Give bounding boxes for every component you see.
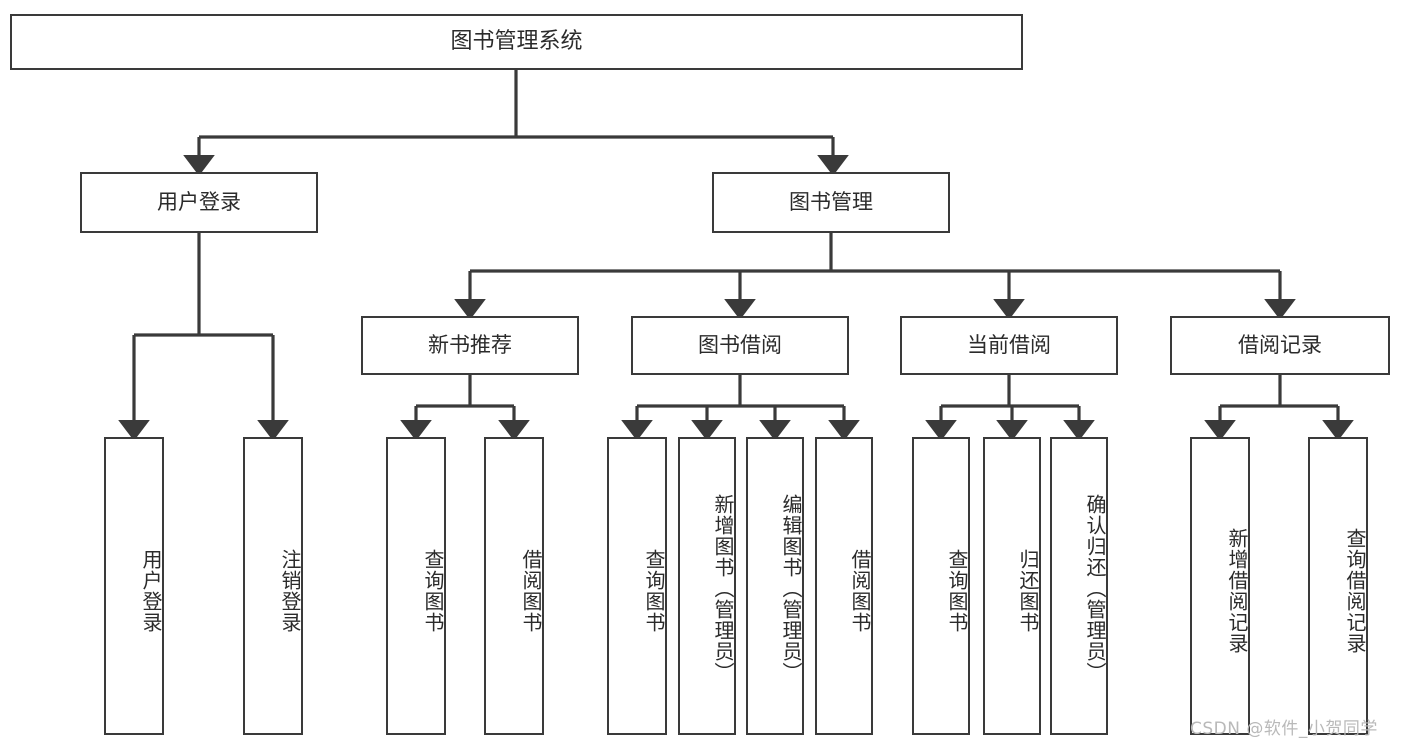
node-new-book-rec[interactable]: 新书推荐 xyxy=(361,316,579,375)
node-leaf-return-book[interactable]: 归还图书 xyxy=(983,437,1041,735)
node-leaf-return-book-label: 归还图书 xyxy=(1016,549,1040,633)
node-current-borrow-label: 当前借阅 xyxy=(967,333,1051,358)
node-root[interactable]: 图书管理系统 xyxy=(10,14,1023,70)
node-current-borrow[interactable]: 当前借阅 xyxy=(900,316,1118,375)
node-book-borrow[interactable]: 图书借阅 xyxy=(631,316,849,375)
node-leaf-borrow-book-1-label: 借阅图书 xyxy=(519,549,543,633)
node-leaf-query-book-2[interactable]: 查询图书 xyxy=(607,437,667,735)
node-book-manage[interactable]: 图书管理 xyxy=(712,172,950,233)
node-leaf-query-book-3-label: 查询图书 xyxy=(945,549,969,633)
node-leaf-confirm-return[interactable]: 确认归还（管理员） xyxy=(1050,437,1108,735)
node-user-login-label: 用户登录 xyxy=(157,190,241,215)
node-leaf-user-login[interactable]: 用户登录 xyxy=(104,437,164,735)
node-leaf-query-book-2-label: 查询图书 xyxy=(642,549,666,633)
node-leaf-add-record-label: 新增借阅记录 xyxy=(1225,528,1249,654)
node-borrow-record[interactable]: 借阅记录 xyxy=(1170,316,1390,375)
node-leaf-logout-label: 注销登录 xyxy=(278,549,302,633)
node-leaf-add-record[interactable]: 新增借阅记录 xyxy=(1190,437,1250,735)
node-leaf-add-book[interactable]: 新增图书（管理员） xyxy=(678,437,736,735)
csdn-watermark: CSDN @软件_小贺同学 xyxy=(1190,719,1378,739)
node-leaf-borrow-book-2-label: 借阅图书 xyxy=(848,549,872,633)
node-leaf-borrow-book-2[interactable]: 借阅图书 xyxy=(815,437,873,735)
node-leaf-user-login-label: 用户登录 xyxy=(139,549,163,633)
node-leaf-query-book-3[interactable]: 查询图书 xyxy=(912,437,970,735)
node-leaf-edit-book-label: 编辑图书（管理员） xyxy=(779,493,803,683)
node-leaf-logout[interactable]: 注销登录 xyxy=(243,437,303,735)
node-leaf-add-book-label: 新增图书（管理员） xyxy=(711,493,735,683)
node-user-login[interactable]: 用户登录 xyxy=(80,172,318,233)
node-leaf-borrow-book-1[interactable]: 借阅图书 xyxy=(484,437,544,735)
node-leaf-query-record-label: 查询借阅记录 xyxy=(1343,528,1367,654)
node-leaf-edit-book[interactable]: 编辑图书（管理员） xyxy=(746,437,804,735)
node-leaf-query-book-1-label: 查询图书 xyxy=(421,549,445,633)
node-leaf-query-record[interactable]: 查询借阅记录 xyxy=(1308,437,1368,735)
node-leaf-confirm-return-label: 确认归还（管理员） xyxy=(1083,493,1107,683)
node-new-book-rec-label: 新书推荐 xyxy=(428,333,512,358)
node-book-manage-label: 图书管理 xyxy=(789,190,873,215)
node-borrow-record-label: 借阅记录 xyxy=(1238,333,1322,358)
node-root-label: 图书管理系统 xyxy=(450,29,583,55)
node-book-borrow-label: 图书借阅 xyxy=(698,333,782,358)
node-leaf-query-book-1[interactable]: 查询图书 xyxy=(386,437,446,735)
